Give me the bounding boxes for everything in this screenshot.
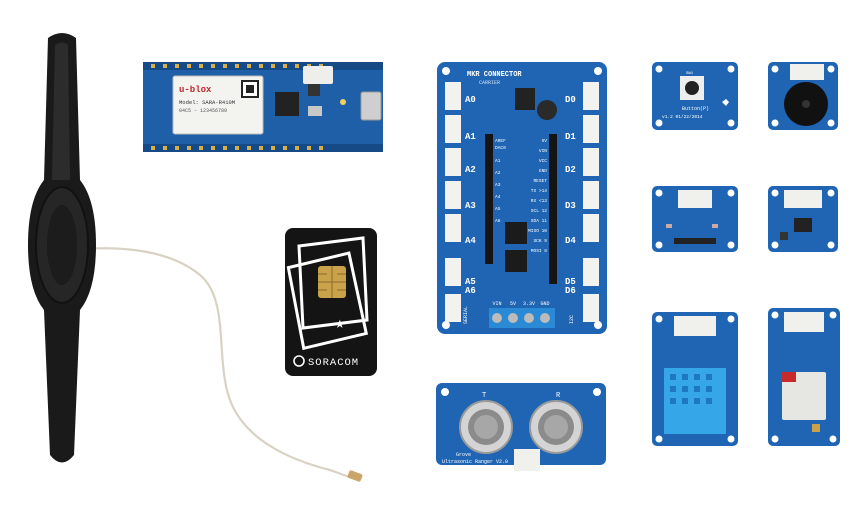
left-pin-header bbox=[485, 134, 493, 264]
sensor-name: Ultrasonic Ranger V2.0 bbox=[442, 459, 508, 465]
port-label-a6: A6 bbox=[465, 286, 476, 296]
pin-sda: SDA 11 bbox=[531, 218, 548, 224]
pin-aref: AREF bbox=[495, 138, 506, 144]
grove-connector bbox=[784, 312, 824, 332]
grove-button-module: SW1 Button(P) v1.2 01/22/2014 bbox=[652, 62, 738, 130]
grove-label: Grove bbox=[456, 452, 471, 458]
pin-scl: SCL 12 bbox=[531, 208, 548, 214]
gear-icon bbox=[722, 99, 729, 106]
power-label-gnd: GND bbox=[540, 301, 549, 307]
port-label-a3: A3 bbox=[465, 201, 476, 211]
mkr-connector-carrier: MKR CONNECTOR CARRIER A0 A1 A2 A3 A4 A5 … bbox=[437, 62, 607, 334]
i2c-label: I2C bbox=[569, 315, 575, 324]
port-label-a4: A4 bbox=[465, 236, 476, 246]
grove-buzzer-module bbox=[768, 62, 838, 130]
receiver-label: R bbox=[556, 392, 561, 400]
sim-brand: SORACOM bbox=[308, 357, 359, 369]
grove-connector bbox=[678, 190, 712, 208]
module-name: Button(P) bbox=[682, 106, 709, 112]
pin-a6: A6 bbox=[495, 218, 501, 224]
ufl-connector bbox=[347, 470, 363, 482]
pin-tx: TX >14 bbox=[531, 188, 548, 194]
ic-chip bbox=[505, 222, 527, 244]
grove-sensor-module-b bbox=[768, 186, 838, 252]
soracom-sim-card: ★ SORACOM bbox=[285, 228, 377, 376]
gps-chip bbox=[782, 372, 826, 420]
pin-a3: A3 bbox=[495, 182, 501, 188]
power-label-5v: 5V bbox=[510, 301, 516, 307]
port-label-a0: A0 bbox=[465, 95, 476, 105]
grove-connector bbox=[514, 449, 540, 471]
antenna-jack bbox=[303, 66, 333, 84]
pin-a5: A5 bbox=[495, 206, 501, 212]
module-version: v1.2 01/22/2014 bbox=[662, 114, 703, 120]
power-label-vin: VIN bbox=[492, 301, 501, 307]
pin-vin: VIN bbox=[539, 148, 547, 154]
pin-vcc: VCC bbox=[539, 158, 547, 164]
transmitter-label: T bbox=[482, 392, 486, 400]
grove-connector bbox=[674, 316, 716, 336]
pin-miso: MISO 10 bbox=[528, 228, 547, 234]
ic-chip bbox=[794, 218, 812, 232]
modem-module bbox=[172, 75, 264, 135]
pin-a2: A2 bbox=[495, 170, 501, 176]
pin-mosi: MOSI 8 bbox=[531, 248, 548, 254]
grove-gps-module bbox=[768, 308, 840, 446]
grove-connector bbox=[790, 64, 824, 80]
modem-model: Model: SARA-R410M bbox=[179, 99, 235, 106]
pin-reset: RESET bbox=[533, 178, 547, 184]
port-label-d0: D0 bbox=[565, 95, 576, 105]
usb-port bbox=[360, 91, 382, 121]
grove-temperature-humidity-sensor bbox=[652, 312, 738, 446]
star-icon: ★ bbox=[335, 315, 345, 333]
port-label-a2: A2 bbox=[465, 165, 476, 175]
arduino-mkr-nb-board: u-blox Model: SARA-R410M 04C5 - 12345678… bbox=[143, 62, 383, 152]
pin-dac0: DAC0 bbox=[495, 145, 506, 151]
pin-sck: SCK 9 bbox=[533, 238, 547, 244]
pin-5v: 5V bbox=[542, 138, 548, 144]
mcu-chip bbox=[275, 92, 299, 116]
modem-serial: 04C5 - 123456789 bbox=[179, 108, 227, 114]
port-label-d2: D2 bbox=[565, 165, 576, 175]
port-label-a5: A5 bbox=[465, 277, 476, 287]
grove-connector bbox=[784, 190, 822, 208]
grove-ultrasonic-ranger: T R Grove Ultrasonic Ranger V2.0 bbox=[436, 383, 606, 471]
port-label-d6: D6 bbox=[565, 286, 576, 296]
pin-rx: RX <13 bbox=[531, 198, 548, 204]
right-pin-header bbox=[549, 134, 557, 284]
right-grove-ports bbox=[583, 82, 599, 322]
power-terminal bbox=[489, 308, 555, 328]
shield-subtitle: CARRIER bbox=[479, 80, 500, 86]
left-grove-ports bbox=[445, 82, 461, 322]
pin-a1: A1 bbox=[495, 158, 501, 164]
soracom-logo-icon bbox=[293, 355, 305, 367]
modem-brand: u-blox bbox=[179, 85, 212, 95]
port-label-d4: D4 bbox=[565, 236, 576, 246]
port-label-d3: D3 bbox=[565, 201, 576, 211]
port-label-a1: A1 bbox=[465, 132, 476, 142]
serial-label: SERIAL bbox=[463, 306, 469, 324]
pin-gnd: GND bbox=[539, 168, 547, 174]
antenna-cable bbox=[71, 247, 353, 480]
power-label-3v3: 3.3V bbox=[523, 301, 535, 307]
port-label-d5: D5 bbox=[565, 277, 576, 287]
port-label-d1: D1 bbox=[565, 132, 576, 142]
grove-sensor-module-a bbox=[652, 186, 738, 252]
inductor bbox=[537, 100, 557, 120]
pin-a4: A4 bbox=[495, 194, 501, 200]
shield-title: MKR CONNECTOR bbox=[467, 71, 522, 79]
switch-label: SW1 bbox=[686, 72, 694, 76]
